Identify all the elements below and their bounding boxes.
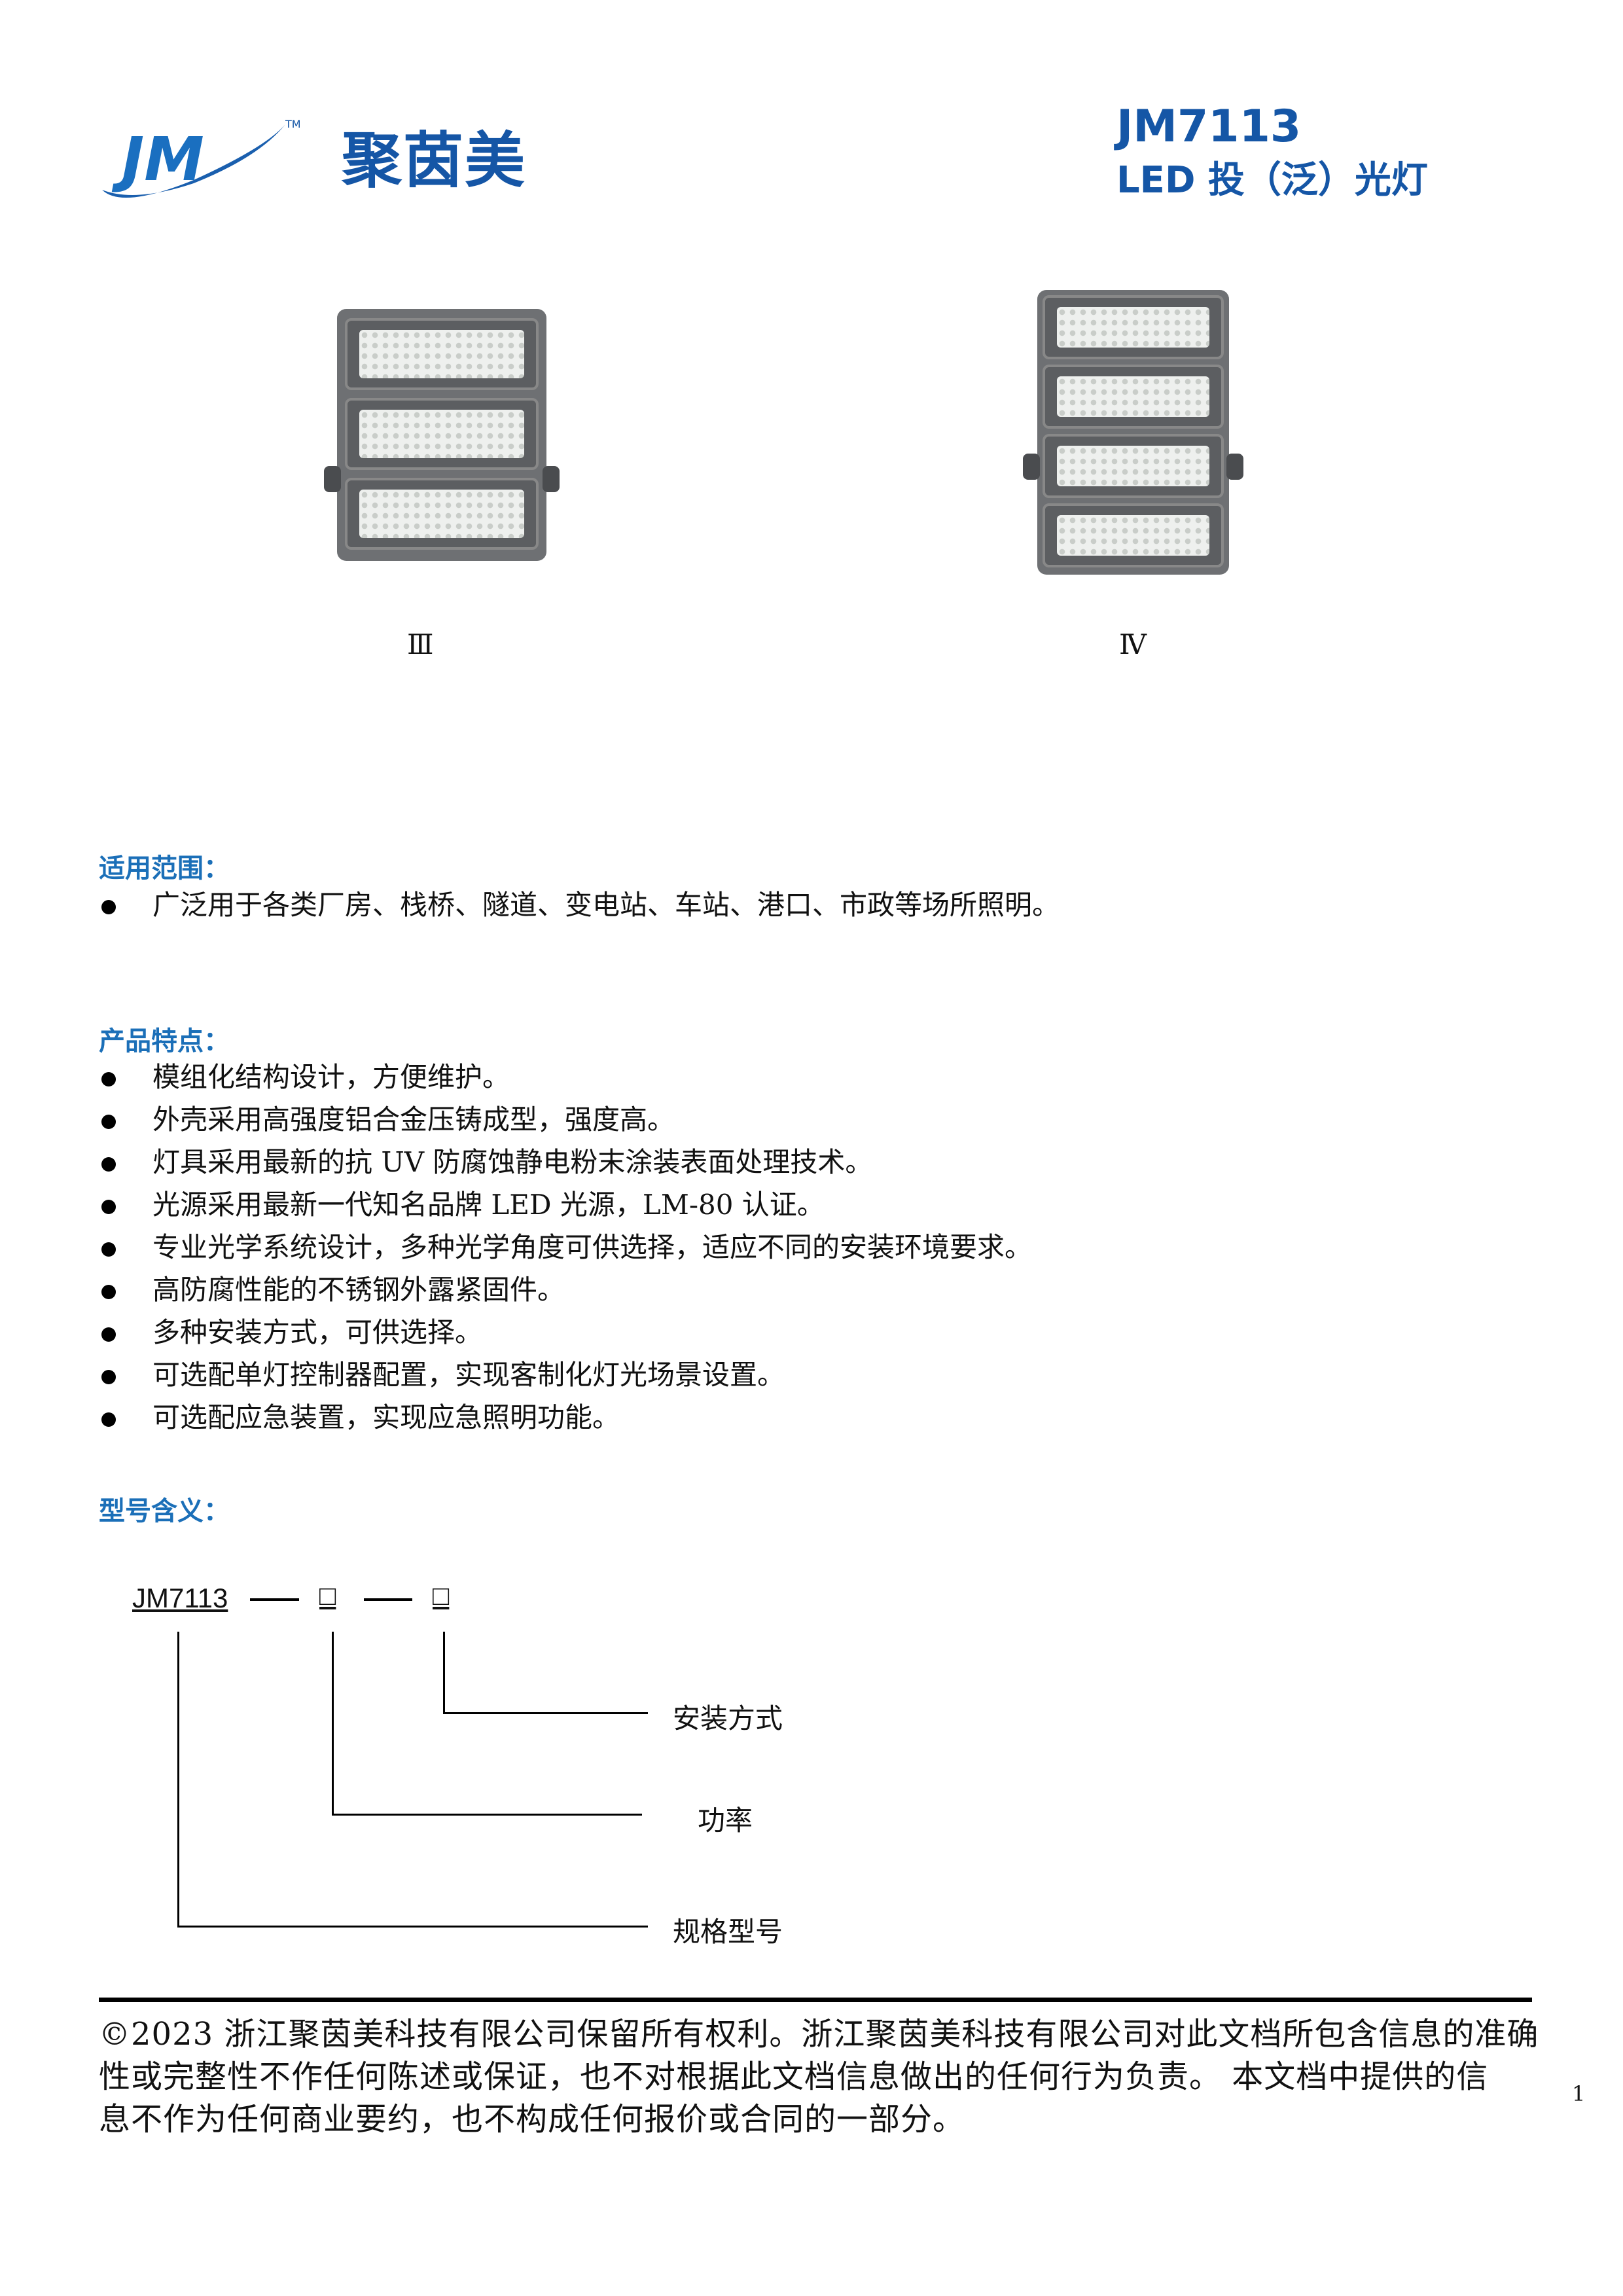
bullet-icon bbox=[101, 1200, 116, 1214]
bullet-icon bbox=[101, 1072, 116, 1086]
mount-placeholder-box: □ bbox=[433, 1580, 450, 1611]
feature-text: 模组化结构设计，方便维护。 bbox=[152, 1061, 510, 1093]
bullet-icon bbox=[101, 1157, 116, 1172]
label-spec-model: 规格型号 bbox=[673, 1916, 783, 1948]
product-image-4-module bbox=[1023, 290, 1243, 575]
trademark: TM bbox=[285, 118, 301, 130]
logo-letters: JM bbox=[111, 124, 204, 194]
connector-line bbox=[443, 1632, 445, 1714]
product-model: JM7113 bbox=[1116, 101, 1302, 152]
scope-item: 广泛用于各类厂房、栈桥、隧道、变电站、车站、港口、市政等场所照明。 bbox=[99, 891, 1060, 919]
features-heading: 产品特点： bbox=[99, 1026, 230, 1056]
feature-item: 光源采用最新一代知名品牌 LED 光源，LM-80 认证。 bbox=[99, 1191, 825, 1219]
feature-item: 灯具采用最新的抗 UV 防腐蚀静电粉末涂装表面处理技术。 bbox=[99, 1149, 872, 1176]
feature-text: 灯具采用最新的抗 UV 防腐蚀静电粉末涂装表面处理技术。 bbox=[152, 1146, 873, 1178]
product-image-3-module bbox=[324, 309, 560, 561]
feature-item: 可选配应急装置，实现应急照明功能。 bbox=[99, 1404, 620, 1431]
bullet-icon bbox=[101, 1412, 116, 1427]
bullet-icon bbox=[101, 1285, 116, 1299]
product-title: LED 投（泛）光灯 bbox=[1116, 159, 1428, 202]
dash bbox=[364, 1598, 412, 1601]
feature-text: 可选配应急装置，实现应急照明功能。 bbox=[152, 1401, 620, 1433]
bullet-icon bbox=[101, 900, 116, 914]
product-label-3: Ⅲ bbox=[407, 628, 434, 660]
connector-line bbox=[443, 1712, 648, 1714]
connector-line bbox=[332, 1632, 334, 1816]
connector-line bbox=[332, 1814, 642, 1816]
copyright-line: ©2023 浙江聚茵美科技有限公司保留所有权利。浙江聚茵美科技有限公司对此文档所… bbox=[99, 2016, 1539, 2053]
feature-text: 光源采用最新一代知名品牌 LED 光源，LM-80 认证。 bbox=[152, 1189, 825, 1221]
page-number: 1 bbox=[1572, 2081, 1586, 2106]
company-logo: JM TM bbox=[96, 118, 301, 203]
feature-text: 多种安装方式，可供选择。 bbox=[152, 1316, 483, 1348]
feature-text: 高防腐性能的不锈钢外露紧固件。 bbox=[152, 1274, 565, 1306]
bullet-icon bbox=[101, 1370, 116, 1384]
label-power: 功率 bbox=[698, 1804, 753, 1837]
feature-item: 可选配单灯控制器配置，实现客制化灯光场景设置。 bbox=[99, 1361, 785, 1389]
model-code: JM7113 bbox=[132, 1583, 228, 1613]
feature-text: 可选配单灯控制器配置，实现客制化灯光场景设置。 bbox=[152, 1359, 785, 1391]
dash bbox=[250, 1598, 299, 1601]
product-label-4: Ⅳ bbox=[1119, 628, 1147, 660]
connector-line bbox=[177, 1632, 179, 1928]
scope-item-text: 广泛用于各类厂房、栈桥、隧道、变电站、车站、港口、市政等场所照明。 bbox=[152, 889, 1060, 921]
copyright-line: 性或完整性不作任何陈述或保证，也不对根据此文档信息做出的任何行为负责。 本文档中… bbox=[99, 2058, 1489, 2095]
logo-swoosh-icon: JM bbox=[102, 124, 285, 198]
feature-item: 外壳采用高强度铝合金压铸成型，强度高。 bbox=[99, 1106, 675, 1134]
feature-item: 高防腐性能的不锈钢外露紧固件。 bbox=[99, 1276, 565, 1304]
feature-item: 专业光学系统设计，多种光学角度可供选择，适应不同的安装环境要求。 bbox=[99, 1234, 1032, 1261]
label-mounting: 安装方式 bbox=[673, 1702, 783, 1734]
brand-name: 聚茵美 bbox=[342, 126, 527, 196]
power-placeholder-box: □ bbox=[319, 1580, 336, 1611]
copyright-line: 息不作为任何商业要约，也不构成任何报价或合同的一部分。 bbox=[99, 2101, 965, 2138]
feature-item: 模组化结构设计，方便维护。 bbox=[99, 1064, 510, 1091]
connector-line bbox=[177, 1926, 648, 1928]
scope-heading: 适用范围： bbox=[99, 853, 230, 884]
model-meaning-heading: 型号含义： bbox=[99, 1496, 230, 1526]
footer-divider bbox=[99, 1998, 1532, 2002]
feature-item: 多种安装方式，可供选择。 bbox=[99, 1319, 482, 1346]
bullet-icon bbox=[101, 1327, 116, 1342]
feature-text: 专业光学系统设计，多种光学角度可供选择，适应不同的安装环境要求。 bbox=[152, 1231, 1033, 1263]
bullet-icon bbox=[101, 1115, 116, 1129]
bullet-icon bbox=[101, 1242, 116, 1257]
feature-text: 外壳采用高强度铝合金压铸成型，强度高。 bbox=[152, 1103, 675, 1136]
